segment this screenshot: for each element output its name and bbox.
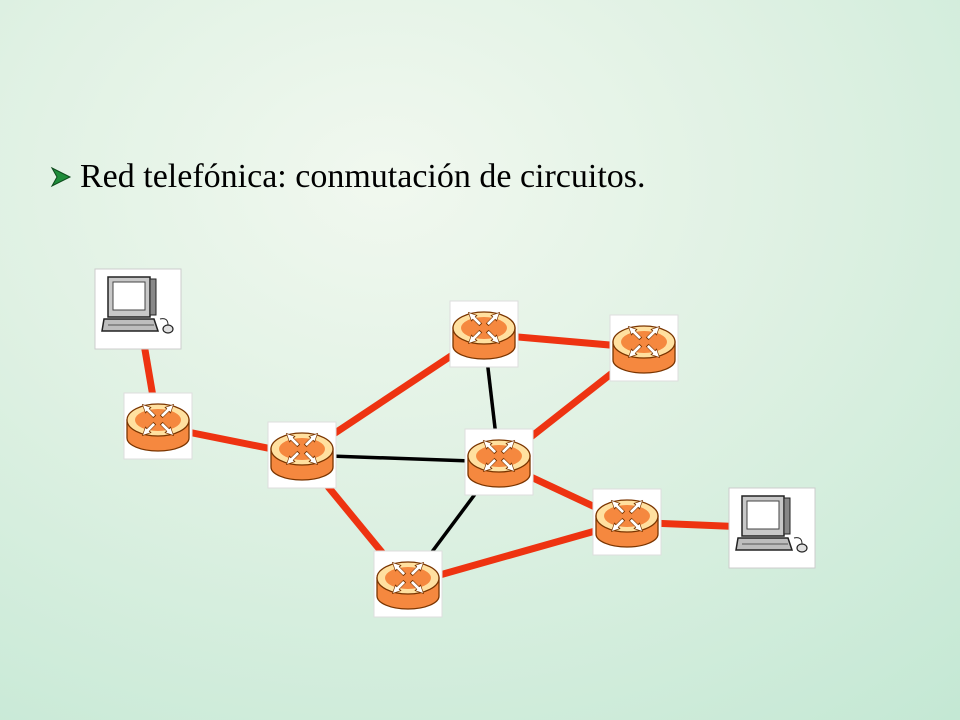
circuit-link-r-bottom-r-right — [407, 518, 628, 588]
bullet-item: Red telefónica: conmutación de circuitos… — [50, 158, 646, 196]
router-r-left-icon — [123, 392, 193, 460]
router-r-top-icon — [449, 300, 519, 368]
arrow-bullet-icon — [50, 166, 72, 188]
router-r-bottom-icon — [373, 550, 443, 618]
computer-pc-left-icon — [94, 268, 182, 350]
nodes-layer — [94, 268, 816, 618]
router-r-mid-left-icon — [267, 421, 337, 489]
computer-pc-right-icon — [728, 487, 816, 569]
router-r-center-icon — [464, 428, 534, 496]
bullet-text: Red telefónica: conmutación de circuitos… — [80, 158, 646, 195]
router-r-top-right-icon — [609, 314, 679, 382]
router-r-right-icon — [592, 488, 662, 556]
